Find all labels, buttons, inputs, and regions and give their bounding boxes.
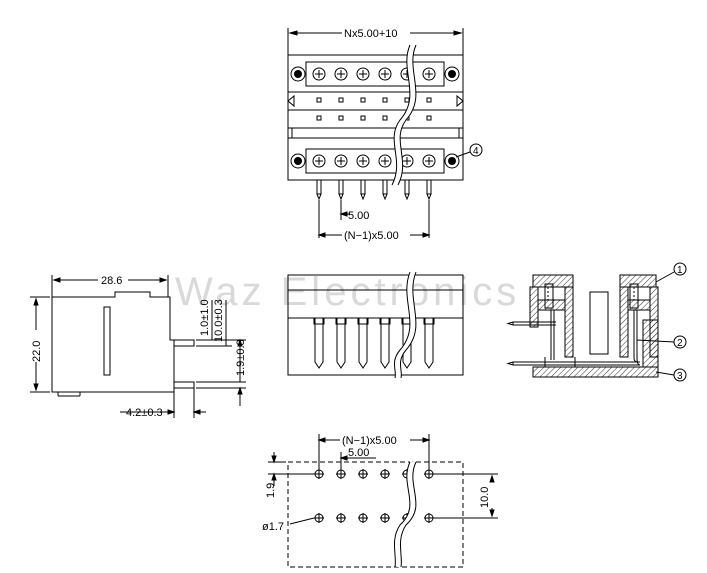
span-dimension-top: (N−1)x5.00 [344, 230, 399, 242]
pitch-dimension-top: 5.00 [348, 210, 369, 222]
top-view [287, 28, 483, 238]
side-view [30, 275, 246, 418]
hole-diameter: ø1.7 [262, 521, 284, 533]
pcb-footprint [268, 434, 498, 568]
callout-2: 2 [677, 338, 683, 349]
length-dimension: 28.6 [101, 275, 122, 287]
span-dimension-footprint: (N−1)x5.00 [342, 435, 397, 447]
edge-dimension: 1.9 [265, 483, 277, 498]
front-view [287, 270, 464, 379]
dimension-4-2: 4.2±0.3 [126, 407, 163, 419]
pitch-dimension-footprint: 5.00 [348, 447, 369, 459]
width-dimension: Nx5.00+10 [344, 28, 398, 40]
callout-4: 4 [473, 146, 479, 157]
height-dimension: 22.0 [31, 341, 43, 362]
dimension-10-0: 10.0±0.3 [213, 299, 225, 342]
dimension-1-9: 1.9±0.3 [235, 339, 247, 376]
section-view [506, 262, 687, 382]
callout-1: 1 [677, 265, 683, 276]
callout-3: 3 [677, 371, 683, 382]
watermark: Waz Electronics [175, 270, 520, 314]
dimension-1-0: 1.0±1.0 [199, 299, 211, 336]
row-dimension: 10.0 [479, 487, 491, 508]
